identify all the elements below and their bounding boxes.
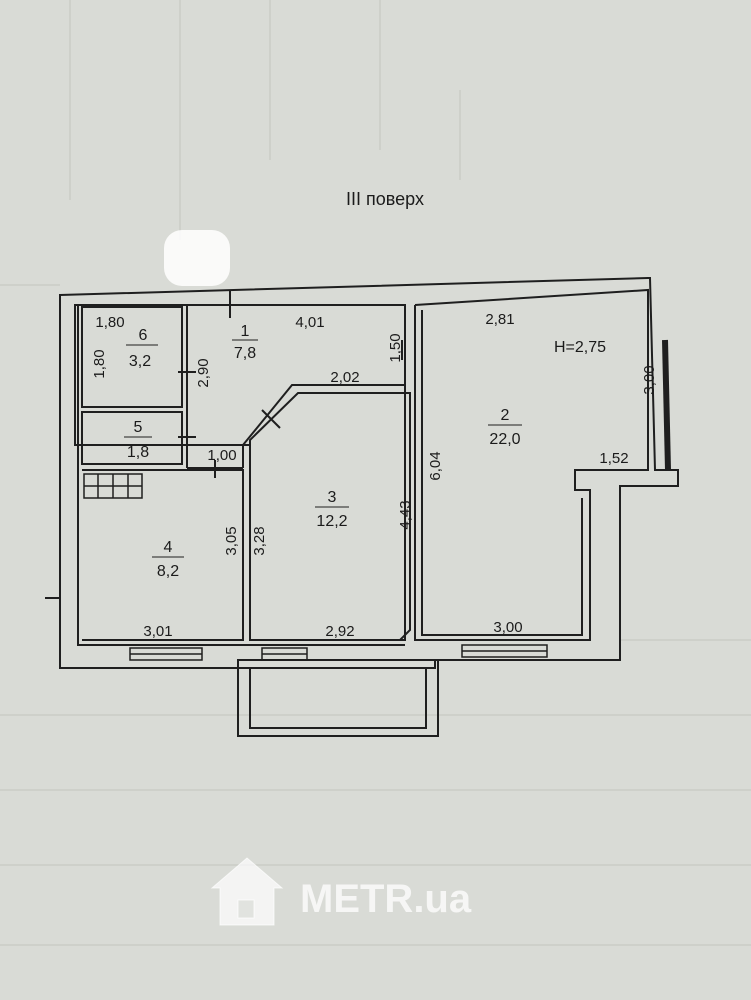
dim-r1-width: 4,01	[295, 314, 324, 331]
dim-r2-step-width: 1,52	[599, 450, 628, 467]
dim-corridor-width: 1,00	[207, 447, 236, 464]
room-3-area: 12,2	[316, 513, 347, 530]
dim-r6-width: 1,80	[95, 314, 124, 331]
watermark-text: METR.ua	[300, 877, 472, 921]
room-6-number: 6	[139, 327, 148, 344]
dim-r1-lower-width: 2,02	[330, 369, 359, 386]
windows	[129, 644, 548, 661]
room-2-area: 22,0	[489, 431, 520, 448]
ceiling-height-label: H=2,75	[554, 339, 606, 356]
room-4-outline	[82, 469, 244, 641]
door-marks	[45, 290, 403, 599]
dim-r2-bottom-width: 3,00	[493, 619, 522, 636]
dim-r1-right-height: 1,50	[387, 333, 404, 362]
redaction-blob	[164, 230, 230, 286]
dim-r4-height-b: 3,28	[251, 526, 268, 555]
paper-texture	[0, 0, 751, 946]
room-6-area: 3,2	[129, 353, 151, 370]
floor-title: III поверх	[346, 189, 424, 209]
room-4-number: 4	[164, 539, 173, 556]
room-6-outline	[81, 306, 183, 408]
dim-r2-left-height: 6,04	[427, 451, 444, 480]
walls	[59, 277, 679, 737]
room-1-number: 1	[241, 323, 250, 340]
room-4-area: 8,2	[157, 563, 179, 580]
kitchen-grid-icon	[83, 473, 143, 499]
room-3-number: 3	[328, 489, 337, 506]
room-2-number: 2	[501, 407, 510, 424]
dim-r3-bottom-width: 2,92	[325, 623, 354, 640]
room-5-area: 1,8	[127, 444, 149, 461]
dim-r1-left-height: 2,90	[195, 358, 212, 387]
dim-r4-bottom-width: 3,01	[143, 623, 172, 640]
dim-r3-right-height: 4,43	[397, 500, 414, 529]
dim-r2-right-height: 3,00	[641, 365, 658, 394]
room-1-area: 7,8	[234, 345, 256, 362]
balcony-outline	[237, 659, 439, 737]
room-3-outline	[249, 392, 411, 641]
room-5-number: 5	[134, 419, 143, 436]
room-2-outline	[414, 288, 649, 641]
metr-watermark: METR.ua	[210, 857, 472, 926]
house-icon	[210, 857, 284, 926]
dim-r6-height: 1,80	[91, 349, 108, 378]
outer-wall	[59, 277, 679, 669]
dimension-labels: 1,80 1,80 4,01 2,90 1,50 2,02 2,81 3,00 …	[91, 311, 658, 640]
room-labels: 1 7,8 2 22,0 3 12,2 4 8,2 5 1,8 6 3,2	[124, 323, 522, 580]
dim-r4-height-a: 3,05	[223, 526, 240, 555]
dim-r2-top-width: 2,81	[485, 311, 514, 328]
